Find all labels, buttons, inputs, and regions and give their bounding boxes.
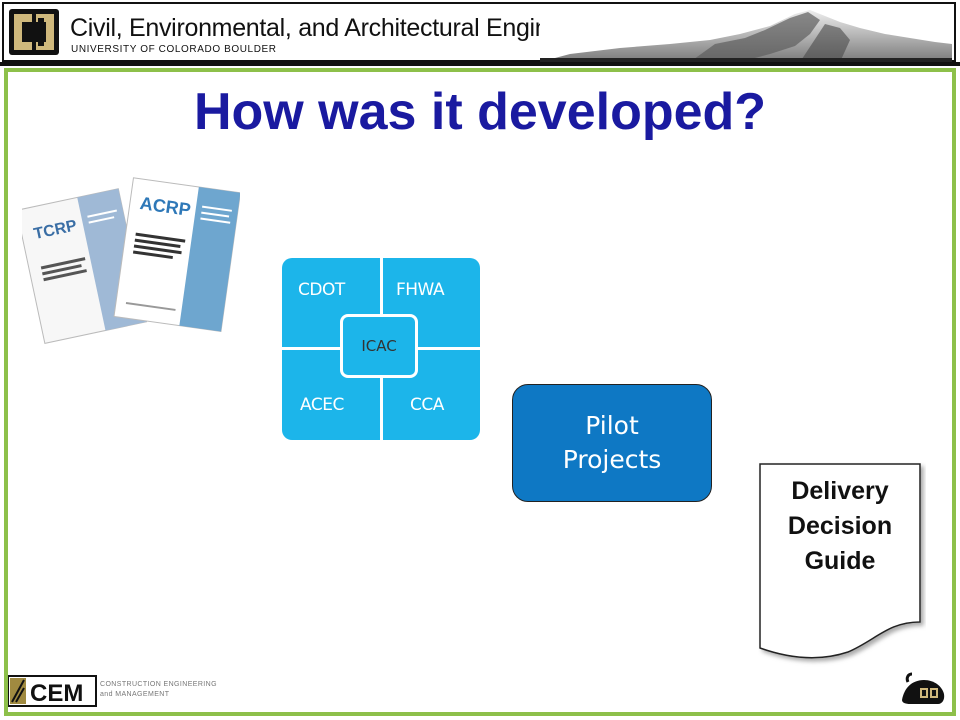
slide-title: How was it developed?: [193, 83, 767, 141]
cem-subtitle: CONSTRUCTION ENGINEERING and MANAGEMENT: [100, 680, 217, 700]
report-covers-image: TCRP ACRP: [22, 177, 240, 344]
cem-sub-line-1: CONSTRUCTION ENGINEERING: [100, 681, 217, 688]
quadrant-cca: CCA: [410, 395, 444, 415]
delivery-guide-document-shape: [759, 463, 921, 659]
cem-sub-line-2: and MANAGEMENT: [100, 691, 170, 698]
guide-line-3: Guide: [804, 547, 876, 575]
cem-logo: CEM: [8, 675, 97, 707]
header-banner: Civil, Environmental, and Architectural …: [0, 0, 960, 66]
department-title: Civil, Environmental, and Architectural …: [70, 14, 617, 42]
university-name: UNIVERSITY OF COLORADO BOULDER: [71, 44, 277, 55]
quadrant-acec: ACEC: [300, 395, 344, 415]
header-frame: [2, 2, 956, 62]
pilot-line-2: Projects: [562, 445, 662, 474]
quadrant-cdot: CDOT: [298, 280, 345, 300]
flatirons-mountain-image: [540, 4, 952, 62]
quadrant-fhwa: FHWA: [396, 280, 445, 300]
quadrant-center-icac: ICAC: [340, 314, 418, 378]
pilot-line-1: Pilot: [585, 411, 639, 440]
cu-logo-icon: [9, 9, 59, 55]
cem-logo-text: CEM: [30, 680, 83, 707]
icac-label: ICAC: [361, 337, 397, 355]
delivery-guide-text: Delivery Decision Guide: [758, 474, 922, 579]
slide-border: [4, 68, 956, 716]
buffalo-logo-icon: [902, 672, 945, 704]
pilot-projects-box: Pilot Projects: [512, 384, 712, 502]
guide-line-1: Delivery: [791, 477, 889, 505]
guide-line-2: Decision: [787, 512, 893, 540]
